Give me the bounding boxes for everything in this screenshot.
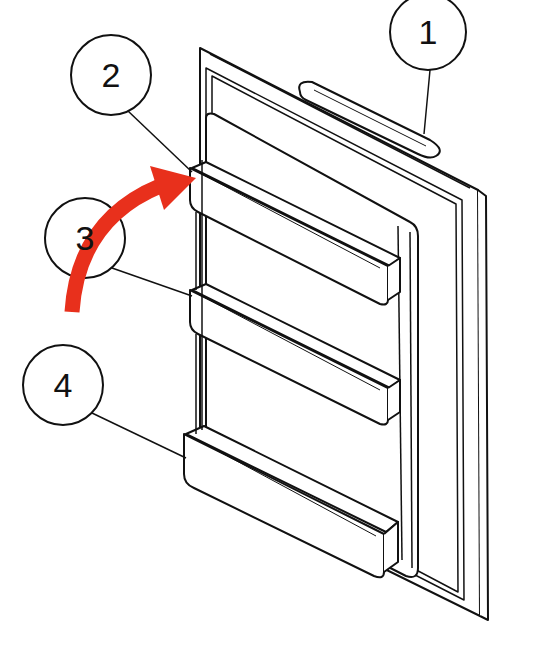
callout-number: 4 — [54, 368, 73, 402]
callout-circle — [71, 35, 151, 115]
door-shelf — [190, 284, 400, 425]
leader-line — [92, 413, 186, 458]
leader-line — [112, 268, 192, 296]
door-shelf — [190, 162, 400, 305]
rotation-arrow — [72, 186, 160, 312]
callout-circle — [23, 345, 103, 425]
callout-number: 2 — [102, 58, 121, 92]
door-shelf — [184, 426, 398, 577]
door-handle — [299, 82, 440, 158]
leader-line — [424, 70, 430, 134]
door-edge — [478, 190, 488, 620]
callout-number: 1 — [419, 15, 438, 49]
leader-line — [128, 111, 192, 172]
rotation-arrowhead — [150, 166, 196, 210]
callout-number: 3 — [76, 221, 95, 255]
callout-circle — [390, 0, 466, 70]
